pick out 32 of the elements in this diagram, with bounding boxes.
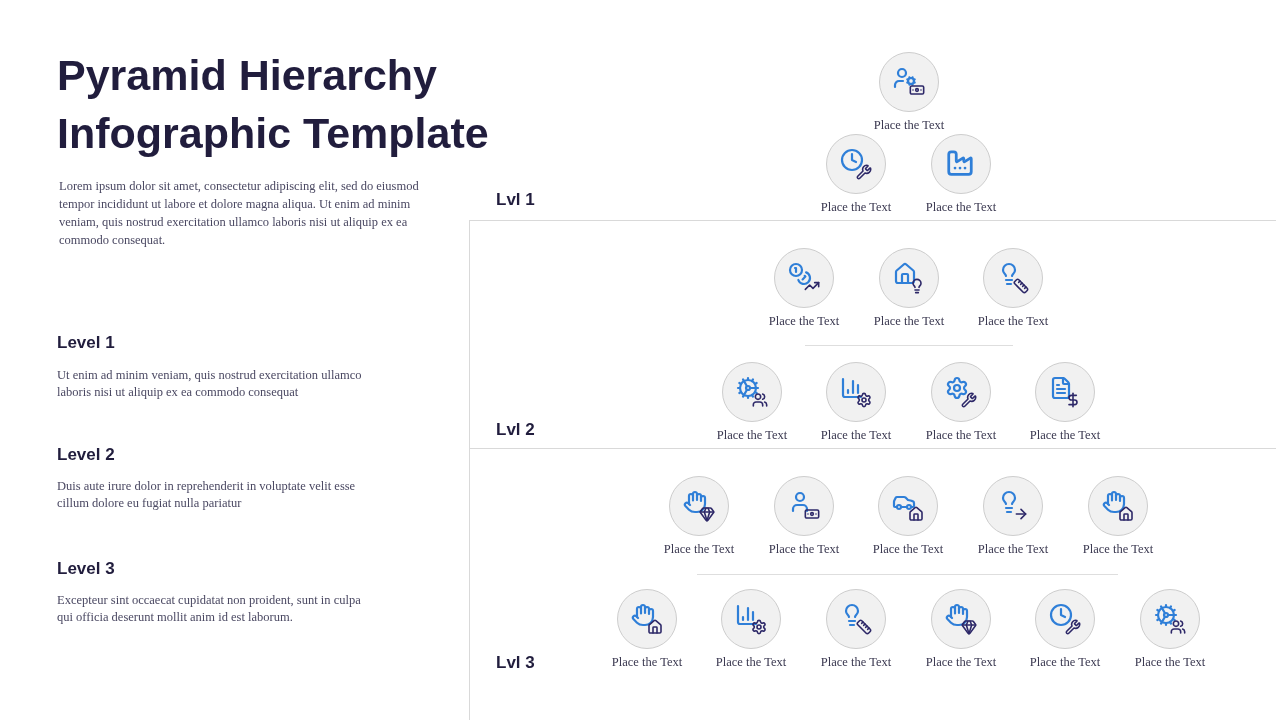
node-label: Place the Text: [873, 314, 945, 329]
node-label: Place the Text: [820, 655, 892, 670]
node-label: Place the Text: [663, 542, 735, 557]
node-label: Place the Text: [768, 542, 840, 557]
level-tag: Lvl 2: [496, 419, 576, 441]
node-label: Place the Text: [1029, 428, 1101, 443]
node-label: Place the Text: [925, 655, 997, 670]
node-label: Place the Text: [977, 314, 1049, 329]
node-label: Place the Text: [1082, 542, 1154, 557]
title: Pyramid Hierarchy Infographic Template: [57, 50, 490, 159]
description-text: Ut enim ad minim veniam, quis nostrud exercitation ullamco laboris nisi ut aliquip ex ea commodo consequat: [57, 367, 363, 401]
level-tag: Lvl 1: [496, 189, 576, 211]
description-text: Lorem ipsum dolor sit amet, consectetur adipiscing elit, sed do eiusmod tempor incididunt ut labore et dolore magna aliqua. Ut enim ad minim veniam, quis nostrud exercitation ullamco laboris nisi ut aliquip ex ea commodo consequat.: [59, 178, 420, 249]
node-label: Place the Text: [768, 314, 840, 329]
node-label: Place the Text: [977, 542, 1049, 557]
level-heading: Level 3: [57, 558, 116, 580]
level-heading: Level 2: [57, 444, 116, 466]
node-label: Place the Text: [925, 428, 997, 443]
description-text: Duis aute irure dolor in reprehenderit in voluptate velit esse cillum dolore eu fugiat nulla pariatur: [57, 478, 357, 512]
node-label: Place the Text: [925, 200, 997, 215]
node-label: Place the Text: [715, 655, 787, 670]
level-heading: Level 1: [57, 332, 116, 354]
node-label: Place the Text: [820, 200, 892, 215]
node-label: Place the Text: [820, 428, 892, 443]
node-label: Place the Text: [716, 428, 788, 443]
node-label: Place the Text: [873, 118, 945, 133]
node-label: Place the Text: [1134, 655, 1206, 670]
level-tag: Lvl 3: [496, 652, 576, 674]
node-label: Place the Text: [1029, 655, 1101, 670]
node-label: Place the Text: [611, 655, 683, 670]
description-text: Excepteur sint occaecat cupidatat non proident, sunt in culpa qui officia deserunt mollit anim id est laborum.: [57, 592, 362, 626]
node-label: Place the Text: [872, 542, 944, 557]
